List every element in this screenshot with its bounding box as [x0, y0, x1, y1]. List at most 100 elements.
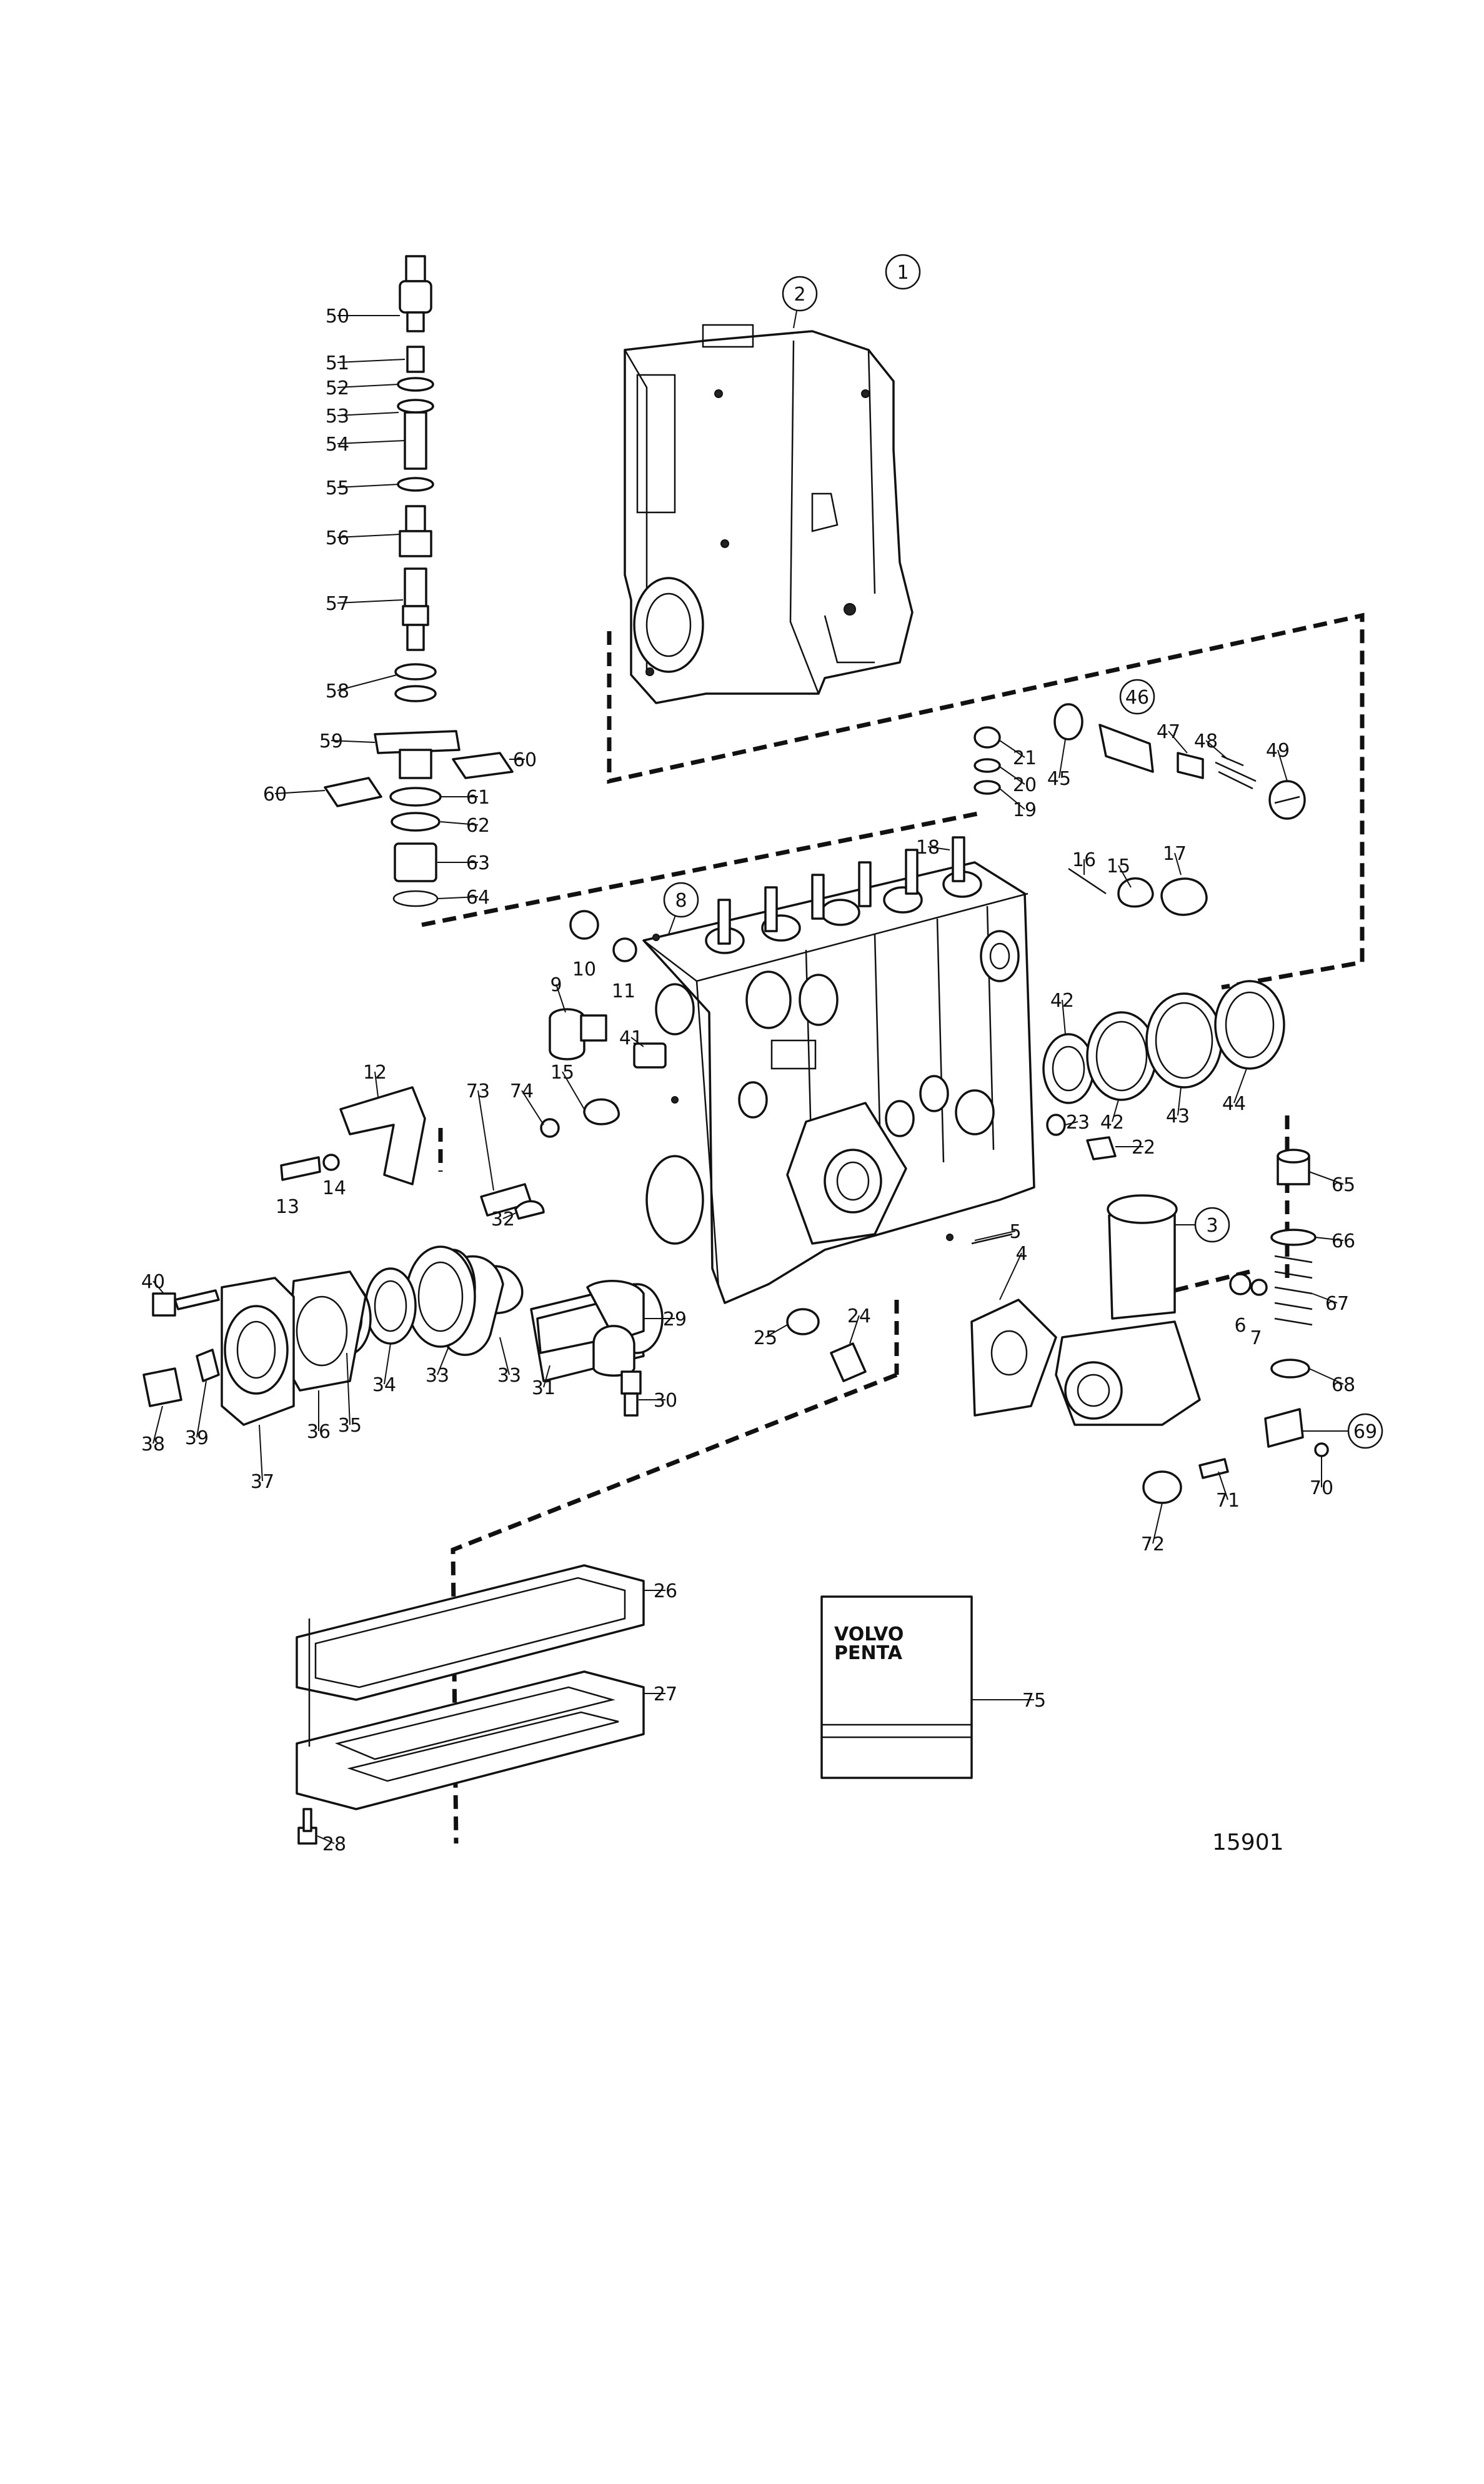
part-label-45: 45 — [1047, 768, 1071, 790]
part-number: 54 — [326, 434, 349, 456]
part-number: 24 — [847, 1305, 871, 1327]
part-number: 12 — [363, 1062, 387, 1084]
leader-line-58 — [337, 674, 397, 691]
part-label-59: 59 — [319, 731, 343, 752]
studs — [717, 836, 965, 945]
part-number: 36 — [307, 1421, 331, 1443]
part-number: 17 — [1163, 843, 1187, 865]
leader-line-57 — [337, 599, 404, 604]
part-number: 19 — [1013, 799, 1037, 821]
part-label-44: 44 — [1222, 1093, 1246, 1115]
instruction-booklet: VOLVO PENTA — [820, 1595, 973, 1779]
part-number: 26 — [654, 1580, 677, 1602]
leader-line-52 — [337, 384, 399, 388]
part-number: 1 — [897, 262, 909, 284]
part-label-71: 71 — [1216, 1490, 1240, 1512]
part-number: 15 — [1107, 855, 1130, 877]
bearings-right — [1042, 980, 1285, 1160]
part-label-36: 36 — [307, 1421, 331, 1443]
part-label-42b: 42 — [1100, 1112, 1124, 1134]
part-label-67: 67 — [1325, 1293, 1349, 1315]
part-label-38: 38 — [141, 1434, 165, 1455]
part-label-72: 72 — [1141, 1534, 1165, 1555]
leader-line-43 — [1177, 1087, 1182, 1116]
part-number: 13 — [276, 1196, 299, 1218]
part-label-50: 50 — [326, 306, 349, 327]
label-circle — [885, 254, 921, 290]
leader-line-15a — [562, 1071, 585, 1110]
part-number: 16 — [1072, 849, 1096, 871]
part-number: 75 — [1022, 1690, 1046, 1712]
part-label-42a: 42 — [1050, 990, 1074, 1012]
leader-line-5 — [974, 1230, 1016, 1241]
part-number: 10 — [572, 959, 596, 980]
part-number: 6 — [1234, 1315, 1246, 1337]
leader-line-19 — [999, 788, 1025, 810]
leader-line-51 — [337, 359, 406, 363]
leader-line-41 — [630, 1037, 644, 1047]
part-label-16: 16 — [1072, 849, 1096, 871]
label-circle — [1347, 1413, 1383, 1449]
part-label-30: 30 — [654, 1390, 677, 1412]
part-label-74: 74 — [510, 1080, 534, 1102]
part-number: 46 — [1125, 687, 1149, 709]
label-circle — [782, 276, 818, 312]
part-label-58: 58 — [326, 681, 349, 702]
part-label-65: 65 — [1332, 1174, 1355, 1196]
leader-line-64 — [437, 896, 479, 899]
governor-parts-upper-right — [974, 703, 1306, 916]
part-number: 44 — [1222, 1093, 1246, 1115]
part-label-63: 63 — [466, 852, 490, 874]
part-number: 4 — [1015, 1243, 1027, 1265]
pump-housing — [642, 861, 1035, 1304]
part-label-15b: 15 — [1107, 855, 1130, 877]
part-number: 2 — [794, 284, 805, 306]
part-number: 39 — [185, 1427, 209, 1449]
part-label-18: 18 — [916, 837, 940, 859]
part-label-61: 61 — [466, 787, 490, 809]
leader-line-18 — [927, 846, 950, 850]
leader-line-32 — [502, 1212, 518, 1219]
leader-line-38 — [152, 1405, 163, 1444]
leader-line-12 — [374, 1071, 379, 1097]
leader-line-21 — [999, 740, 1025, 758]
part-number: 73 — [466, 1080, 490, 1102]
right-lower-stack — [1142, 1149, 1329, 1504]
leader-line-35 — [346, 1352, 351, 1425]
part-number: 28 — [322, 1833, 346, 1855]
part-label-20: 20 — [1013, 774, 1037, 796]
leader-lines — [152, 293, 1365, 1844]
part-label-11: 11 — [612, 980, 635, 1002]
drawing-number: 15901 — [1212, 1830, 1284, 1855]
part-number: 30 — [654, 1390, 677, 1412]
leader-line-17 — [1174, 852, 1182, 875]
part-number: 35 — [338, 1415, 362, 1437]
part-number: 70 — [1310, 1477, 1333, 1499]
leader-line-24 — [849, 1315, 860, 1344]
part-number: 21 — [1013, 747, 1037, 769]
leader-line-62 — [440, 821, 479, 826]
label-circle — [1194, 1207, 1230, 1243]
part-label-75: 75 — [1022, 1690, 1046, 1712]
drive-shaft-assembly — [142, 1200, 664, 1426]
part-label-37: 37 — [251, 1471, 274, 1493]
part-number: 51 — [326, 352, 349, 374]
part-number: 72 — [1141, 1534, 1165, 1555]
part-number: 63 — [466, 852, 490, 874]
part-number: 60 — [513, 749, 537, 771]
part-number: 57 — [326, 593, 349, 615]
leader-line-37 — [259, 1424, 263, 1482]
part-number: 74 — [510, 1080, 534, 1102]
part-label-25: 25 — [754, 1327, 777, 1349]
part-number: 56 — [326, 527, 349, 549]
part-number: 20 — [1013, 774, 1037, 796]
part-number: 58 — [326, 681, 349, 702]
part-label-60a: 60 — [263, 784, 287, 806]
part-label-17: 17 — [1163, 843, 1187, 865]
part-number: 47 — [1157, 721, 1180, 743]
leader-line-23 — [1065, 1121, 1078, 1125]
part-label-14: 14 — [322, 1177, 346, 1199]
governor-housing — [624, 324, 914, 704]
part-number: 31 — [532, 1377, 555, 1399]
